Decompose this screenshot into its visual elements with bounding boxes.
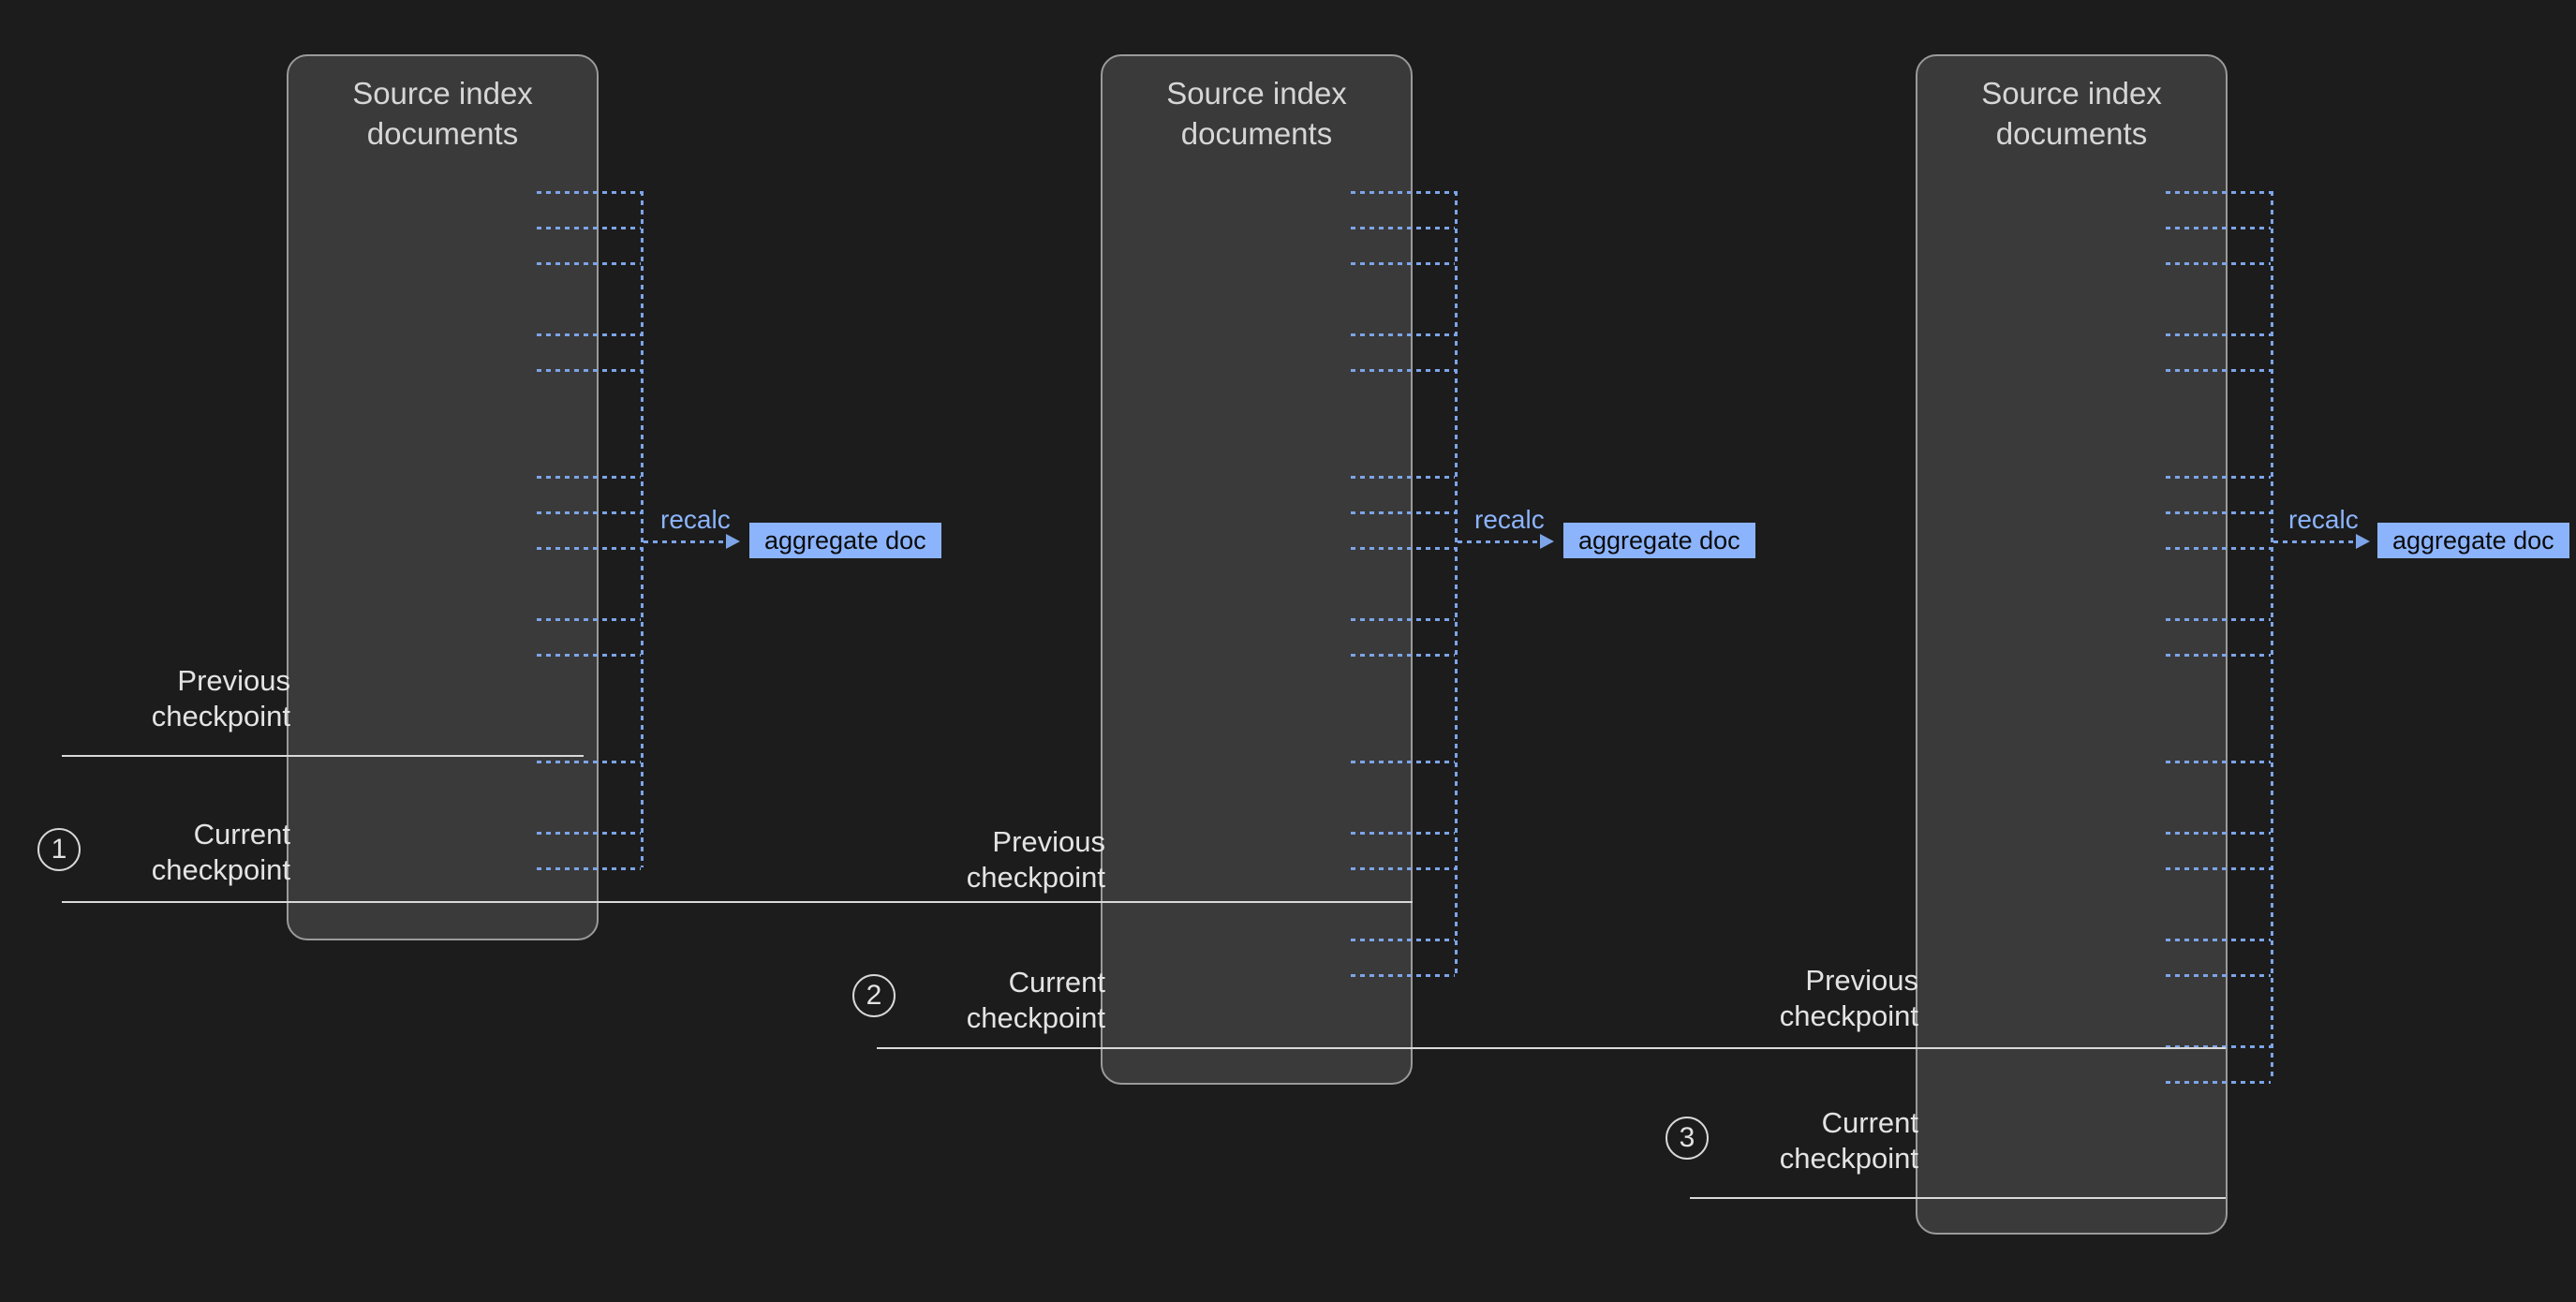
current-checkpoint-line [1690, 1197, 2226, 1199]
aggregation-bus-line [641, 191, 644, 867]
current-checkpoint-label: Current checkpoint [1779, 1106, 1918, 1175]
doc-connector-line [2166, 832, 2271, 835]
recalc-label: recalc [2288, 505, 2359, 534]
doc-connector-line [537, 618, 641, 621]
doc-connector-line [1351, 761, 1455, 763]
recalc-arrowhead [1540, 534, 1554, 549]
recalc-label: recalc [660, 505, 731, 534]
current-checkpoint-line [62, 901, 1412, 903]
doc-connector-line [537, 867, 641, 870]
panel-2: Source index documents [1101, 54, 1413, 1085]
doc-connector-line [2166, 262, 2271, 265]
recalc-label: recalc [1474, 505, 1545, 534]
previous-checkpoint-label: Previous checkpoint [966, 825, 1105, 894]
doc-connector-line [537, 761, 641, 763]
current-checkpoint-label: Current checkpoint [966, 966, 1105, 1034]
doc-connector-line [537, 832, 641, 835]
doc-connector-line [1351, 227, 1455, 229]
aggregate-doc-box: aggregate doc [1563, 523, 1755, 558]
doc-connector-line [2166, 939, 2271, 941]
doc-connector-line [1351, 369, 1455, 372]
recalc-arrowhead [726, 534, 740, 549]
aggregation-bus-line [1455, 191, 1458, 974]
doc-connector-line [1351, 867, 1455, 870]
doc-connector-line [1351, 974, 1455, 977]
doc-connector-line [537, 547, 641, 550]
doc-connector-line [1351, 654, 1455, 657]
doc-connector-line [2166, 654, 2271, 657]
step-number-badge: 1 [37, 828, 81, 871]
aggregate-doc-box: aggregate doc [749, 523, 941, 558]
doc-connector-line [1351, 191, 1455, 194]
previous-checkpoint-line [62, 755, 584, 757]
doc-connector-line [1351, 547, 1455, 550]
doc-connector-line [537, 654, 641, 657]
doc-connector-line [2166, 1045, 2271, 1048]
doc-connector-line [537, 476, 641, 479]
doc-connector-line [537, 511, 641, 514]
doc-connector-line [2166, 476, 2271, 479]
recalc-arrow-line [1458, 540, 1540, 543]
doc-connector-line [2166, 618, 2271, 621]
doc-connector-line [2166, 974, 2271, 977]
doc-connector-line [1351, 832, 1455, 835]
panel-3: Source index documents [1916, 54, 2228, 1235]
doc-connector-line [2166, 511, 2271, 514]
doc-connector-line [1351, 476, 1455, 479]
previous-checkpoint-label: Previous checkpoint [1779, 964, 1918, 1032]
panel-1: Source index documents [287, 54, 599, 940]
panel-title: Source index documents [1981, 76, 2162, 151]
doc-connector-line [2166, 1081, 2271, 1084]
doc-connector-line [2166, 333, 2271, 336]
doc-connector-line [2166, 547, 2271, 550]
recalc-arrow-line [2273, 540, 2356, 543]
doc-connector-line [2166, 191, 2271, 194]
previous-checkpoint-label: Previous checkpoint [151, 664, 290, 732]
doc-connector-line [2166, 369, 2271, 372]
doc-connector-line [537, 191, 641, 194]
doc-connector-line [2166, 227, 2271, 229]
doc-connector-line [2166, 761, 2271, 763]
step-number-badge: 3 [1666, 1117, 1709, 1160]
aggregation-bus-line [2271, 191, 2273, 1081]
step-number-badge: 2 [852, 974, 896, 1017]
doc-connector-line [537, 227, 641, 229]
doc-connector-line [537, 262, 641, 265]
recalc-arrow-line [644, 540, 726, 543]
doc-connector-line [2166, 867, 2271, 870]
aggregate-doc-box: aggregate doc [2377, 523, 2569, 558]
previous-checkpoint-line [877, 901, 1413, 903]
doc-connector-line [1351, 262, 1455, 265]
panel-title: Source index documents [352, 76, 533, 151]
previous-checkpoint-line [1690, 1047, 2226, 1049]
doc-connector-line [537, 333, 641, 336]
doc-connector-line [1351, 333, 1455, 336]
doc-connector-line [1351, 618, 1455, 621]
panel-title: Source index documents [1166, 76, 1347, 151]
doc-connector-line [1351, 511, 1455, 514]
recalc-arrowhead [2356, 534, 2370, 549]
doc-connector-line [537, 369, 641, 372]
current-checkpoint-line [877, 1047, 2216, 1049]
doc-connector-line [1351, 939, 1455, 941]
current-checkpoint-label: Current checkpoint [151, 818, 290, 886]
